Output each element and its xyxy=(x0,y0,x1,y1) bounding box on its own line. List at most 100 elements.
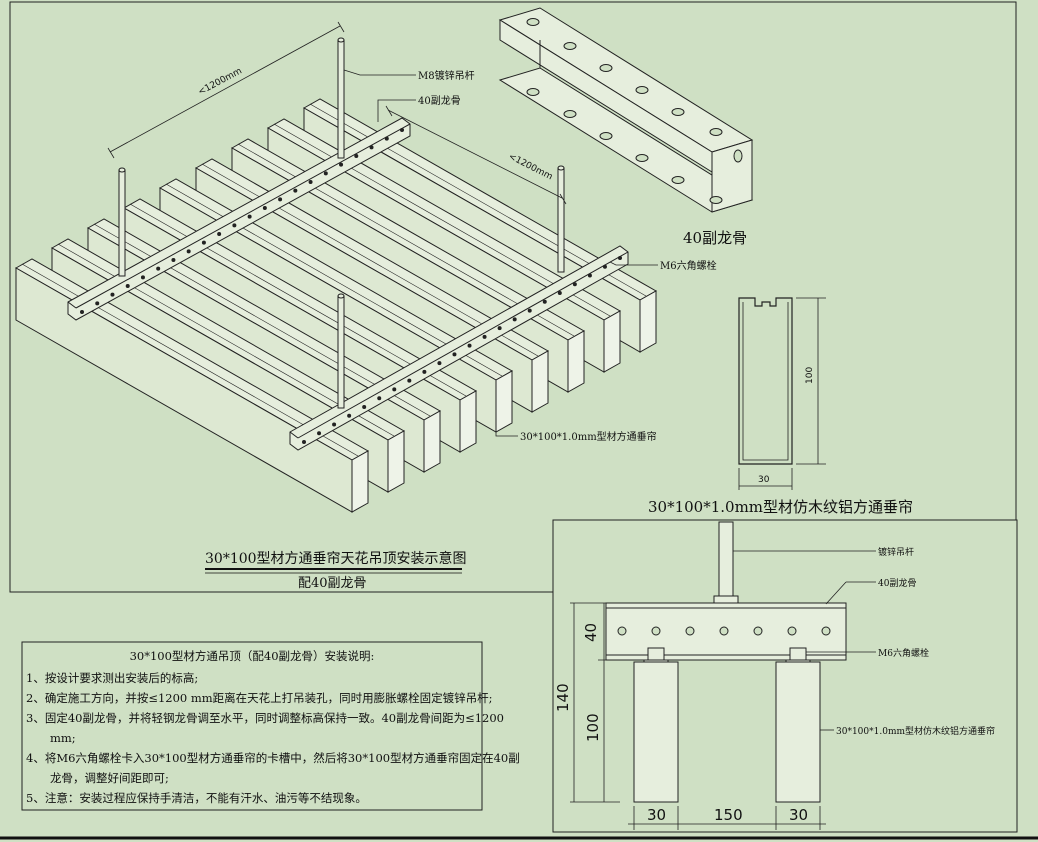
keel-hole xyxy=(482,334,487,339)
detail-keel-label: 40副龙骨 xyxy=(878,577,916,589)
note-5: 5、注意：安装过程应保持手清洁，不能有汗水、油污等不结现象。 xyxy=(26,791,367,805)
keel-holes-top xyxy=(80,128,404,314)
m6-bolt-label: M6六角螺栓 xyxy=(660,259,717,272)
detail-hole xyxy=(651,626,661,636)
section-dimensions xyxy=(738,297,826,490)
keel-detail-hole xyxy=(599,132,613,140)
detail-keel-holes xyxy=(617,626,831,636)
note-1: 1、按设计要求测出安装后的标高; xyxy=(26,671,199,685)
keel-hole xyxy=(557,291,562,296)
sub-keel-bottom xyxy=(289,245,629,451)
keel-detail-hole xyxy=(635,154,649,162)
leaders xyxy=(343,69,658,437)
dim-1200-b-label: <1200mm xyxy=(507,152,554,183)
keel-hole xyxy=(618,256,622,260)
keel-hole xyxy=(354,154,359,158)
note-3: 3、固定40副龙骨，并将轻钢龙骨调至水平，同时调整标高保持一致。40副龙骨间距为… xyxy=(26,711,504,725)
keel-holes-bottom xyxy=(302,256,622,444)
keel-detail-hole xyxy=(709,128,723,136)
keel-hole xyxy=(80,310,84,314)
installation-notes: 30*100型材方通吊顶（配40副龙骨）安装说明: 1、按设计要求测出安装后的标… xyxy=(22,642,520,810)
keel-hole xyxy=(377,396,382,401)
detail-tubes xyxy=(633,661,821,803)
main-frame xyxy=(9,1,1017,593)
keel-hole xyxy=(247,214,252,219)
keel-hole xyxy=(347,413,352,418)
main-subtitle: 配40副龙骨 xyxy=(298,576,367,591)
keel-hole xyxy=(392,387,397,392)
keel-hole xyxy=(262,206,267,210)
keel-detail-hole xyxy=(671,108,685,116)
keel-hole xyxy=(186,249,191,254)
keel-hole xyxy=(602,264,607,269)
keel-detail-holes xyxy=(526,18,743,204)
detail-hole xyxy=(685,626,695,636)
note-2: 2、确定施工方向，并按≤1200 mm距离在天花上打吊装孔，同时用膨胀螺栓固定镀… xyxy=(26,691,493,705)
keel-hole xyxy=(407,378,412,383)
keel-hole xyxy=(125,284,130,288)
keel-hole xyxy=(422,369,427,374)
detail-hole xyxy=(617,626,627,636)
keel-hole xyxy=(384,136,389,141)
keel-hole xyxy=(232,223,237,228)
dim-100: 100 xyxy=(584,713,602,742)
keel-hole xyxy=(317,431,322,436)
tube-section xyxy=(738,297,793,465)
detail-rod-label: 镀锌吊杆 xyxy=(878,546,914,558)
keel-hole xyxy=(497,326,502,331)
keel-detail-hole xyxy=(671,176,685,184)
keel-hole xyxy=(512,317,517,322)
keel-hole xyxy=(400,128,404,132)
keel-hole xyxy=(467,343,472,348)
main-title: 30*100型材方通垂帘天花吊顶安装示意图 xyxy=(205,550,467,567)
m8-rod-label: M8镀锌吊杆 xyxy=(418,69,475,82)
keel-hole xyxy=(308,180,313,184)
section-30-label: 30 xyxy=(758,475,770,485)
keel-hole xyxy=(587,273,592,278)
keel-detail-hole xyxy=(635,86,649,94)
keel-hole xyxy=(156,266,161,271)
keel-hole xyxy=(278,197,283,202)
dim-40: 40 xyxy=(582,623,600,642)
detail-hole xyxy=(719,626,729,636)
section-caption: 30*100*1.0mm型材仿木纹铝方通垂帘 xyxy=(648,498,913,516)
detail-leaders xyxy=(733,550,876,731)
detail-hole xyxy=(821,626,831,636)
keel-hole xyxy=(542,299,547,304)
keel-hole xyxy=(452,352,457,357)
sub-keel-top xyxy=(67,117,411,321)
keel-hole xyxy=(95,301,100,306)
keel-detail-hole xyxy=(599,64,613,72)
dim-150: 150 xyxy=(714,806,743,824)
dimension-1200-b xyxy=(385,105,567,205)
notes-frame xyxy=(21,641,483,811)
dimension-1200-a xyxy=(107,21,345,159)
keel-hole xyxy=(572,282,577,287)
notes-title: 30*100型材方通吊顶（配40副龙骨）安装说明: xyxy=(129,649,375,663)
detail-tube-label: 30*100*1.0mm型材仿木纹铝方通垂帘 xyxy=(836,725,995,737)
note-3-cont: mm; xyxy=(50,731,76,745)
keel-hole xyxy=(437,361,442,366)
detail-bolt-label: M6六角螺栓 xyxy=(878,647,929,659)
sub-keel-label: 40副龙骨 xyxy=(418,94,461,107)
section-100-label: 100 xyxy=(805,367,815,384)
detail-hole xyxy=(753,626,763,636)
detail-dimensions xyxy=(570,602,826,830)
keel-hole xyxy=(201,240,206,245)
note-4-cont: 龙骨，调整好间距即可; xyxy=(50,771,169,785)
dim-140: 140 xyxy=(554,683,572,712)
keel-hole xyxy=(140,275,145,280)
keel-hole xyxy=(217,232,222,236)
keel-hole xyxy=(362,404,367,409)
hanger-rods xyxy=(118,37,565,409)
keel-hole xyxy=(332,422,337,427)
keel-end-hole xyxy=(733,149,743,163)
sub-keel-detail xyxy=(498,7,754,213)
keel-hole xyxy=(339,162,344,167)
keel-hole xyxy=(293,188,298,193)
keel-caption: 40副龙骨 xyxy=(683,229,747,247)
detail-hole xyxy=(787,626,797,636)
keel-detail-hole xyxy=(709,196,723,204)
keel-detail-hole xyxy=(526,18,540,26)
